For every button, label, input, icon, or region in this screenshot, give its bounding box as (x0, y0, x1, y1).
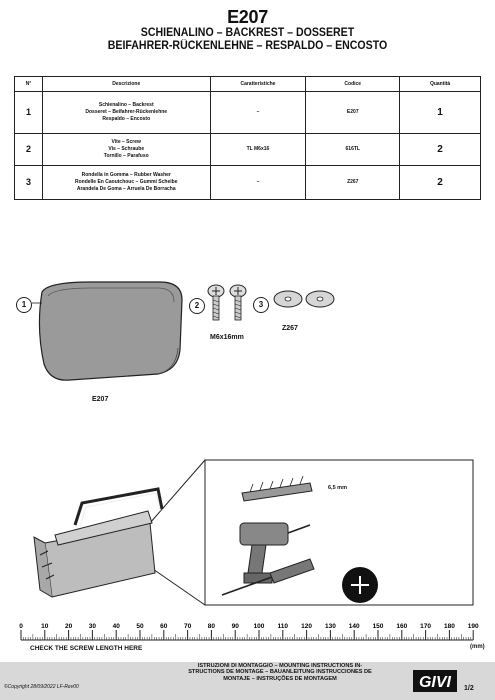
desc-line: Arandela De Goma – Arruela De Borracha (76, 186, 176, 192)
part-number-1: 1 (16, 297, 32, 313)
desc-line: Rondella in Gomma – Rubber Washer (81, 172, 171, 178)
ruler-tick-label: 100 (254, 623, 265, 630)
ruler-tick-label: 90 (232, 623, 240, 630)
row-description: Vite – Screw Vis – Schraube Tornillo – P… (41, 133, 211, 166)
copyright: ©Copyright 28/09/2022 LF-Rev00 (4, 684, 79, 690)
washer-label: Z267 (282, 325, 298, 332)
instructions-title: ISTRUZIONI DI MONTAGGIO – MOUNTING INSTR… (170, 663, 390, 682)
desc-line: Vis – Schraube (108, 146, 145, 152)
part-number-3: 3 (253, 297, 269, 313)
desc-line: Tornillo – Parafuso (103, 153, 149, 159)
tools-illustration (33, 459, 474, 606)
desc-line: Dosseret – Beifahrer-Rückenlehne (85, 109, 168, 115)
ruler-tick-label: 140 (349, 623, 360, 630)
table-row: 2 Vite – Screw Vis – Schraube Tornillo –… (14, 133, 481, 166)
document-header: E207 SCHIENALINO – BACKREST – DOSSERET B… (0, 8, 495, 53)
row-quantity: 2 (399, 165, 481, 200)
row-code: Z267 (305, 165, 401, 200)
row-code: E207 (305, 91, 401, 134)
toolbox-icon (33, 487, 164, 598)
row-quantity: 2 (399, 133, 481, 166)
part-number-2: 2 (189, 298, 205, 314)
ruler-tick-label: 20 (65, 623, 73, 630)
row-code: 616TL (305, 133, 401, 166)
washer-illustration (273, 290, 335, 308)
row-description: Schienalino – Backrest Dosseret – Beifah… (41, 91, 211, 134)
header-line-1: SCHIENALINO – BACKREST – DOSSERET (140, 27, 355, 39)
row-characteristics: – (209, 165, 307, 200)
backrest-label: E207 (92, 396, 109, 403)
instructions-line: STRUCTIONS DE MONTAGE – BAUANLEITUNG INS… (188, 669, 372, 676)
col-header-description: Descrizione (41, 76, 211, 92)
ruler-tick-label: 40 (113, 623, 121, 630)
col-header-code: Codice (305, 76, 401, 92)
table-header-row: N° Descrizione Caratteristiche Codice Qu… (14, 76, 481, 92)
table-row: 1 Schienalino – Backrest Dosseret – Beif… (14, 91, 481, 134)
backrest-illustration (32, 281, 183, 381)
ruler: 0 10 20 30 40 50 60 70 80 90 100 110 120 130 140 150 160… (19, 623, 479, 641)
footer: ©Copyright 28/09/2022 LF-Rev00 ISTRUZION… (0, 662, 495, 700)
header-line-2: BEIFAHRER-RÜCKENLEHNE – RESPALDO – ENCOS… (107, 40, 388, 52)
screw-illustration (207, 284, 247, 321)
screw-label: M6x16mm (210, 334, 244, 341)
ruler-tick-label: 110 (278, 623, 289, 630)
row-characteristics: TL M6x16 (209, 133, 307, 166)
ruler-tick-label: 160 (396, 623, 407, 630)
ruler-tick-label: 170 (420, 623, 431, 630)
instructions-line: ISTRUZIONI DI MONTAGGIO – MOUNTING INSTR… (197, 663, 363, 669)
givi-logo: GIVI (413, 670, 457, 692)
product-code: E207 (227, 7, 268, 27)
desc-line: Schienalino – Backrest (98, 102, 154, 108)
instructions-line: MONTAJE – INSTRUÇÕES DE MONTAGEM (223, 675, 337, 682)
desc-line: Rondelle En Caoutchouc – Gummi Scheibe (74, 179, 178, 185)
ruler-tick-label: 0 (19, 623, 23, 630)
desc-line: Vite – Screw (111, 139, 141, 145)
check-screw-length-label: CHECK THE SCREW LENGTH HERE (30, 645, 143, 652)
desc-line: Respaldo – Encosto (102, 116, 151, 122)
row-description: Rondella in Gomma – Rubber Washer Rondel… (41, 165, 211, 200)
ruler-tick-label: 190 (468, 623, 479, 630)
row-quantity: 1 (399, 91, 481, 134)
ruler-tick-label: 50 (136, 623, 144, 630)
hex-key-icon (241, 475, 313, 502)
ruler-tick-label: 150 (373, 623, 384, 630)
drill-icon (239, 522, 311, 584)
parts-table: N° Descrizione Caratteristiche Codice Qu… (14, 76, 481, 200)
phillips-head-icon (342, 567, 378, 603)
ruler-tick-label: 80 (208, 623, 216, 630)
ruler-tick-label: 60 (160, 623, 168, 630)
ruler-tick-label: 30 (89, 623, 97, 630)
ruler-tick-label: 70 (184, 623, 192, 630)
drill-size-label: 6,5 mm (328, 485, 347, 491)
ruler-tick-label: 10 (41, 623, 49, 630)
ruler-unit: (mm) (470, 644, 485, 650)
col-header-number: N° (14, 76, 43, 92)
row-number: 3 (14, 165, 43, 200)
svg-text:GIVI: GIVI (419, 674, 452, 691)
screwdriver-icon (221, 558, 315, 596)
ruler-tick-label: 130 (325, 623, 336, 630)
col-header-characteristics: Caratteristiche (209, 76, 307, 92)
ruler-tick-label: 180 (444, 623, 455, 630)
row-number: 2 (14, 133, 43, 166)
ruler-tick-label: 120 (301, 623, 312, 630)
col-header-quantity: Quantità (399, 76, 481, 92)
row-characteristics: – (209, 91, 307, 134)
table-row: 3 Rondella in Gomma – Rubber Washer Rond… (14, 165, 481, 200)
page-number: 1/2 (464, 685, 474, 692)
row-number: 1 (14, 91, 43, 134)
